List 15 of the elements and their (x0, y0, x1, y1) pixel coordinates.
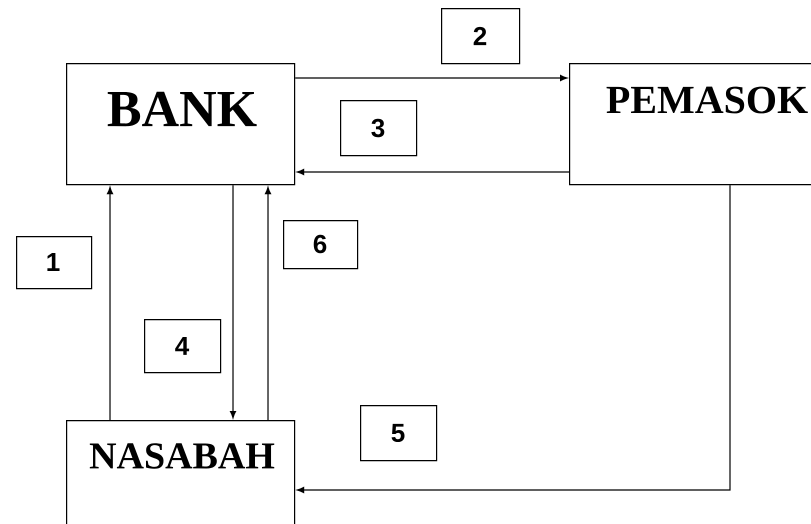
arrow (297, 185, 731, 494)
step-number-box: 1 (16, 236, 92, 290)
step-number-box: 4 (144, 318, 222, 374)
step-number-box: 6 (283, 220, 358, 270)
arrow (230, 185, 236, 418)
arrow (297, 168, 569, 176)
step-number-box: 2 (441, 8, 520, 64)
party-box: BANK (66, 63, 296, 186)
arrow (295, 74, 568, 82)
step-number-box: 5 (360, 404, 438, 462)
party-box: NASABAH (66, 420, 296, 524)
party-box: PEMASOK (569, 63, 811, 186)
arrow (106, 186, 114, 420)
arrow (264, 186, 272, 420)
step-number-box: 3 (340, 100, 418, 156)
